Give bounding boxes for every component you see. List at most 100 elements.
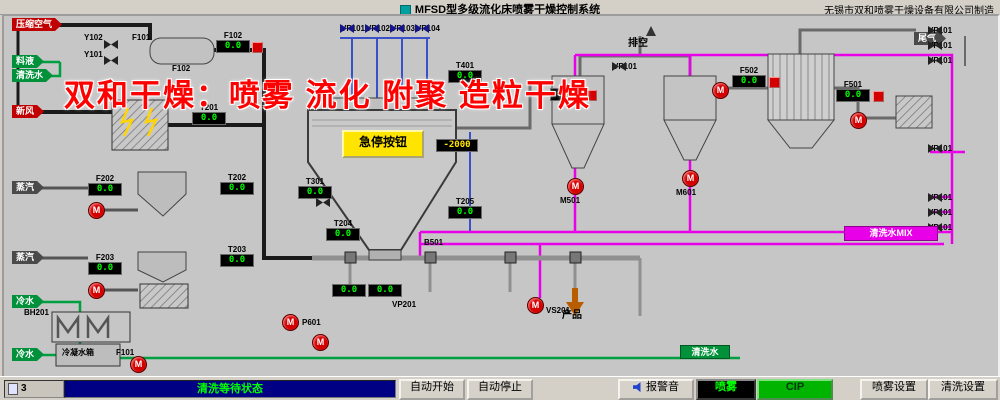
instrument-display: 0.0	[298, 186, 332, 199]
instrument-tag: T204	[333, 219, 353, 228]
cip-button[interactable]: CIP	[757, 379, 833, 400]
inlet-compressed-air: 压缩空气	[12, 18, 62, 31]
valve-VP104[interactable]: VP104	[415, 24, 441, 33]
pump-M601-motor[interactable]: M	[682, 170, 699, 187]
tag-condensate-tank: 冷凝水箱	[62, 348, 94, 357]
instrument-display: 0.0	[216, 40, 250, 53]
tag-product: 产品	[562, 310, 582, 321]
tag-F101: F101	[132, 33, 151, 42]
badge-cip-mix: 清洗水MIX	[844, 226, 938, 241]
badge-cip-water: 清洗水	[680, 345, 730, 359]
tag-F101-bottom: F101	[116, 348, 135, 357]
valve-VP101-mid[interactable]: VP101	[612, 62, 638, 71]
valve-row-right[interactable]: VP101	[928, 144, 952, 153]
instrument-display: 0.0	[326, 228, 360, 241]
instrument-display: 0.0	[368, 284, 402, 297]
pump-F501-fan[interactable]: M	[850, 112, 867, 129]
instrument-tag: T201	[199, 103, 219, 112]
inlet-cip-water: 清洗水	[12, 69, 53, 82]
valve-VP102[interactable]: VP102	[365, 24, 391, 33]
valve-tag: VP101	[928, 193, 953, 202]
valve-tag: VP101	[340, 24, 366, 33]
instrument-display: 0.0	[448, 206, 482, 219]
pump-F203-motor[interactable]: M	[88, 282, 105, 299]
watermark-text: 双和干燥：喷雾 流化 附聚 造粒干燥	[64, 78, 591, 113]
tag-M601: M601	[676, 188, 697, 197]
alarm-sound-button[interactable]: 报警音	[618, 379, 694, 400]
valve-tag: VP101	[612, 62, 638, 71]
instrument-display: -2000	[436, 139, 478, 152]
tag-vent: 排空	[628, 38, 648, 49]
valve-tag: VP101	[928, 208, 953, 217]
pump-F202-motor[interactable]: M	[88, 202, 105, 219]
valve-row-right[interactable]: VP101	[928, 41, 952, 50]
pump-bottom-2[interactable]: M	[312, 334, 329, 351]
alarm-indicator[interactable]	[873, 91, 884, 102]
spray-settings-button[interactable]: 喷雾设置	[860, 379, 928, 400]
valve-tag: VP102	[365, 24, 391, 33]
instrument-tag: F203	[95, 253, 115, 262]
instrument-display: 0.0	[332, 284, 366, 297]
instrument-display: 0.0	[88, 183, 122, 196]
valve-row-right[interactable]: VP101	[928, 26, 952, 35]
tag-M501: M501	[560, 196, 581, 205]
auto-start-button[interactable]: 自动开始	[399, 379, 465, 400]
valve-tag: VP101	[928, 56, 953, 65]
counter-value: 3	[21, 383, 27, 394]
pump-condensate[interactable]: M	[130, 356, 147, 373]
tag-BH201: BH201	[24, 308, 49, 317]
instrument-display: 0.0	[220, 254, 254, 267]
auto-stop-button[interactable]: 自动停止	[467, 379, 533, 400]
tag-Y102: Y102	[84, 33, 103, 42]
speaker-icon	[633, 382, 641, 393]
pump-VS201-motor[interactable]: M	[527, 297, 544, 314]
instrument-tag: T401	[455, 61, 475, 70]
instrument-tag: F202	[95, 174, 115, 183]
tag-VP201: VP201	[392, 300, 417, 309]
valve-row-right[interactable]: VP101	[928, 193, 952, 202]
tag-Y101: Y101	[84, 50, 103, 59]
instrument-conveying-1: 0.0	[330, 284, 368, 297]
spray-button[interactable]: 喷雾	[696, 379, 756, 400]
status-message: 清洗等待状态	[64, 380, 396, 398]
valve-VP103[interactable]: VP103	[390, 24, 416, 33]
instrument-display: 0.0	[220, 182, 254, 195]
alarm-label: 报警音	[646, 381, 679, 393]
valve-row-right[interactable]: VP101	[928, 56, 952, 65]
valve-tag: VP101	[928, 41, 953, 50]
emergency-stop-button[interactable]: 急停按钮	[342, 130, 424, 158]
valve-row-right[interactable]: VP101	[928, 208, 952, 217]
title-bar: MFSD型多级流化床喷雾干燥控制系统 无锡市双和喷雾干燥设备有限公司制造	[0, 0, 1000, 17]
valve-tag: VP104	[415, 24, 441, 33]
diagram-panel	[2, 14, 1000, 380]
instrument-chamber-pressure: -2000	[436, 139, 478, 152]
alarm-indicator[interactable]	[252, 42, 263, 53]
instrument-tag: T301	[305, 177, 325, 186]
instrument-tag: F102	[223, 31, 243, 40]
instrument-tag: F501	[843, 80, 863, 89]
page-title: MFSD型多级流化床喷雾干燥控制系统	[414, 4, 601, 16]
valve-tag: VP101	[928, 144, 953, 153]
instrument-display: 0.0	[88, 262, 122, 275]
instrument-tag: T205	[455, 197, 475, 206]
valve-VP101[interactable]: VP101	[340, 24, 366, 33]
alarm-indicator[interactable]	[769, 77, 780, 88]
tag-P601: P601	[302, 318, 321, 327]
pump-M501-motor[interactable]: M	[567, 178, 584, 195]
instrument-display: 0.0	[732, 75, 766, 88]
valve-tag: VP103	[390, 24, 416, 33]
pump-F502-fan[interactable]: M	[712, 82, 729, 99]
clean-settings-button[interactable]: 清洗设置	[928, 379, 998, 400]
instrument-tag: T203	[227, 245, 247, 254]
valve-tag: VP101	[928, 26, 953, 35]
pump-P601-motor[interactable]: M	[282, 314, 299, 331]
